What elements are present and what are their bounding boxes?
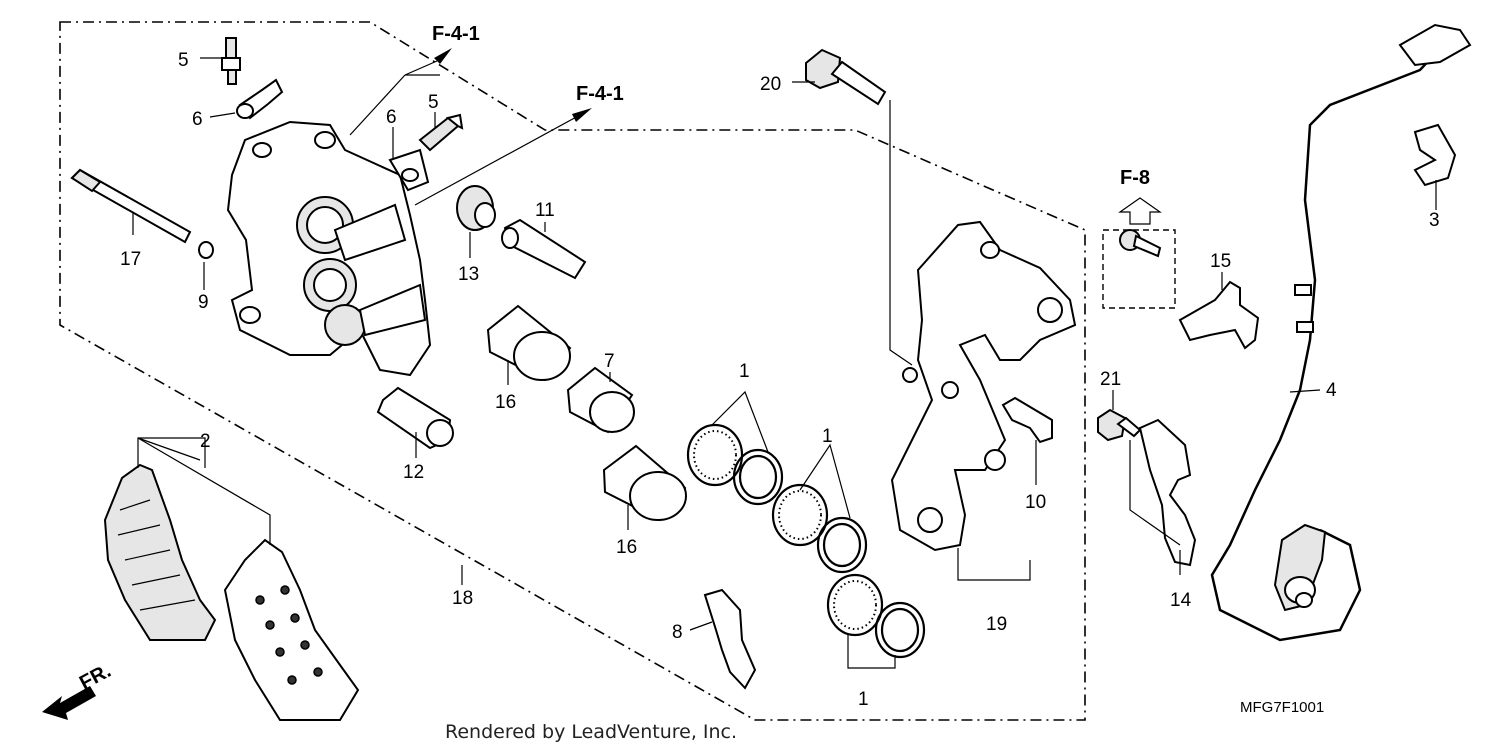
callout-12: 12 — [403, 462, 424, 483]
bleeder-screw-5-upper — [221, 37, 241, 85]
caliper-body — [226, 120, 432, 377]
ref-f8: F-8 — [1120, 167, 1150, 189]
callout-15: 15 — [1210, 251, 1231, 272]
piston-7 — [566, 366, 635, 434]
callout-2: 2 — [200, 431, 211, 452]
callout-10: 10 — [1025, 492, 1046, 513]
brake-pad-2-right — [223, 538, 360, 721]
front-direction-marker: FR. — [42, 660, 115, 720]
sensor-bracket-14 — [1138, 418, 1197, 567]
callout-16: 16 — [495, 392, 516, 413]
seal-set-1-middle — [771, 483, 868, 574]
bolt-21 — [1097, 408, 1142, 442]
bolt-15 — [1119, 229, 1162, 258]
slide-pin-11 — [501, 218, 587, 280]
f41-upper-arrow-icon — [434, 48, 452, 64]
callout-6: 6 — [386, 107, 397, 128]
pad-spring-8 — [703, 588, 757, 690]
bolt-detail-box — [1102, 229, 1176, 309]
seal-set-1-upper — [686, 423, 784, 506]
callout-9: 9 — [198, 292, 209, 313]
callout-leaders — [132, 57, 1437, 669]
front-arrow-icon — [42, 686, 96, 720]
sensor-bracket-15 — [1178, 280, 1260, 350]
piston-16-lower — [602, 444, 687, 522]
f8-up-arrow-icon — [1118, 197, 1162, 225]
caliper-assembly-outline — [59, 21, 1086, 721]
callout-18: 18 — [452, 588, 473, 609]
piston-16-upper — [486, 304, 572, 382]
ref-f41-lower: F-4-1 — [576, 83, 624, 105]
callout-7: 7 — [604, 351, 615, 372]
leader-line — [414, 114, 581, 206]
bleeder-cap-6-lower — [388, 148, 430, 192]
ref-f41-upper: F-4-1 — [432, 23, 480, 45]
leader-line — [404, 60, 438, 76]
slide-pin-12 — [376, 386, 454, 450]
callout-6: 6 — [192, 109, 203, 130]
callout-17: 17 — [120, 249, 141, 270]
retainer-clip-10 — [1001, 396, 1053, 444]
callout-5: 5 — [178, 50, 189, 71]
callout-1: 1 — [822, 426, 833, 447]
f41-lower-arrow-icon — [572, 108, 592, 122]
callout-5: 5 — [428, 92, 439, 113]
washer-9 — [198, 241, 214, 259]
bleeder-cap-6-upper — [236, 78, 284, 120]
caliper-bracket-19 — [890, 220, 1077, 552]
leader-line — [349, 74, 406, 136]
callout-21: 21 — [1100, 369, 1121, 390]
callout-19: 19 — [986, 614, 1007, 635]
callout-16: 16 — [616, 537, 637, 558]
mounting-bolt-20 — [805, 48, 887, 106]
callout-13: 13 — [458, 264, 479, 285]
boot-13 — [456, 185, 496, 231]
callout-1: 1 — [739, 361, 750, 382]
diagram-code: MFG7F1001 — [1240, 699, 1324, 716]
callout-3: 3 — [1429, 210, 1440, 231]
seal-set-1-lower — [826, 573, 926, 659]
callout-11: 11 — [535, 200, 555, 221]
front-marker-label: FR. — [76, 660, 115, 695]
callout-20: 20 — [760, 74, 781, 95]
render-credit: Rendered by LeadVenture, Inc. — [445, 721, 737, 743]
bleeder-screw-5-lower — [418, 113, 464, 152]
pin-bolt-17 — [70, 168, 192, 244]
callout-8: 8 — [672, 622, 683, 643]
callout-4: 4 — [1326, 380, 1337, 401]
brake-pad-2-left — [103, 463, 217, 641]
wheel-speed-sensor-4 — [1210, 23, 1472, 642]
harness-clip-3 — [1413, 123, 1457, 187]
callout-14: 14 — [1170, 590, 1192, 611]
callout-1: 1 — [858, 689, 869, 710]
